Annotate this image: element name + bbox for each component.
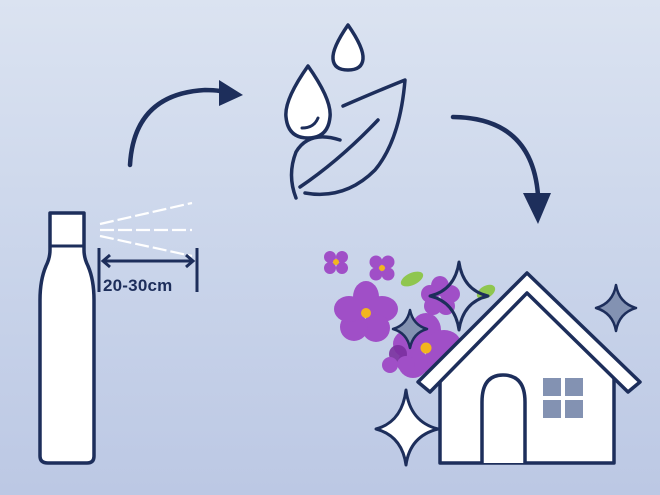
leaf-icon (289, 78, 407, 200)
water-drop-icon (284, 64, 332, 140)
house-icon (416, 271, 642, 465)
sparkle-icon (594, 283, 638, 333)
curved-arrow-icon (127, 80, 243, 168)
window-icon (543, 378, 583, 418)
sparkle-icon (428, 260, 490, 332)
sparkle-icon (391, 308, 429, 350)
spray-bottle-icon (38, 211, 96, 465)
distance-measure-icon (97, 248, 199, 292)
distance-label: 20-30cm (103, 276, 173, 295)
sparkle-icon (374, 388, 440, 467)
spray-mist-icon (99, 201, 193, 258)
curved-arrow-icon (450, 114, 551, 224)
water-drop-icon (331, 23, 365, 72)
